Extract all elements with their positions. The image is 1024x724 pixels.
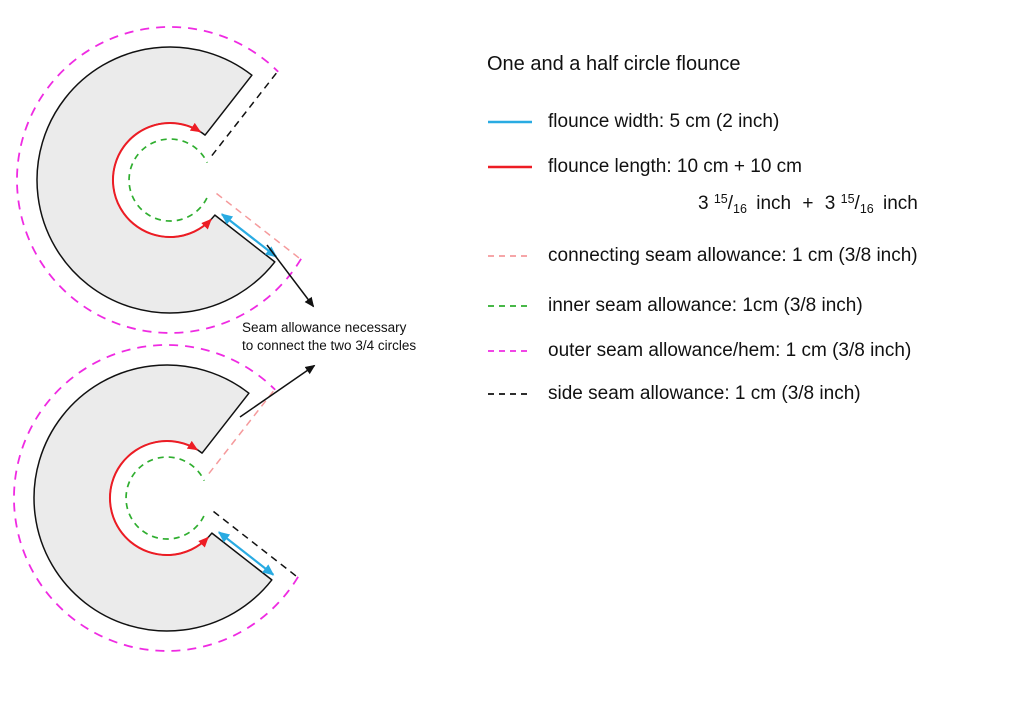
top-outer-seam-allowance-line (16, 26, 302, 334)
legend-label-inner-seam: inner seam allowance: 1cm (3/8 inch) (548, 295, 863, 316)
legend-label-flounce-length: flounce length: 10 cm + 10 cm (548, 156, 803, 177)
top-flounce-width-arrow (220, 213, 278, 258)
top-flounce-body (36, 46, 276, 314)
legend-label-side-seam: side seam allowance: 1 cm (3/8 inch) (548, 383, 861, 404)
fraction-denominator-2: 16 (859, 202, 874, 216)
legend-swatch-connecting-seam (488, 255, 532, 257)
fraction-numerator-1: 15 (713, 192, 728, 206)
bottom-flounce-length-arc (109, 440, 209, 556)
legend-row-connecting-seam: connecting seam allowance: 1 cm (3/8 inc… (487, 245, 918, 267)
connecting-seam-note-line2: to connect the two 3/4 circles (242, 337, 417, 353)
legend-swatch-inner-seam (488, 305, 532, 307)
fraction-unit-1: inch (756, 193, 792, 214)
legend-row-flounce-length: flounce length: 10 cm + 10 cm (487, 156, 802, 178)
legend-row-outer-seam: outer seam allowance/hem: 1 cm (3/8 inch… (487, 340, 911, 362)
note-arrow-from-bottom-flounce (239, 364, 316, 418)
top-flounce (16, 26, 302, 334)
top-flounce-length-arc (112, 122, 212, 238)
note-arrow-from-top-flounce (266, 244, 315, 308)
legend-row-side-seam: side seam allowance: 1 cm (3/8 inch) (487, 383, 861, 405)
fraction-slash-1: / (727, 193, 734, 214)
legend-flounce-length-inches: 3 15/16 inch + 3 15/16 inch (698, 192, 918, 216)
bottom-flounce-width-arrow (217, 531, 275, 576)
top-inner-seam-allowance-line (128, 138, 208, 222)
flounce-pattern-diagram (13, 26, 316, 652)
top-side-seam-allowance-line (211, 72, 278, 157)
bottom-outer-seam-allowance-line (13, 344, 299, 652)
bottom-flounce-body (33, 364, 273, 632)
page-title: One and a half circle flounce (487, 53, 741, 75)
connecting-seam-note: Seam allowance necessary to connect the … (242, 319, 416, 354)
bottom-connecting-seam-allowance-line (208, 390, 275, 475)
fraction-slash-2: / (854, 193, 860, 214)
legend-swatch-flounce-length (488, 165, 532, 169)
fraction-numerator-2: 15 (840, 192, 855, 206)
fraction-plus-sign: + (802, 193, 814, 214)
fraction-whole-2: 3 (824, 193, 836, 214)
legend-label-outer-seam: outer seam allowance/hem: 1 cm (3/8 inch… (548, 340, 912, 361)
legend-label-connecting-seam: connecting seam allowance: 1 cm (3/8 inc… (548, 245, 918, 266)
legend-swatch-side-seam (488, 393, 532, 395)
legend-row-inner-seam: inner seam allowance: 1cm (3/8 inch) (487, 295, 863, 317)
fraction-unit-2: inch (883, 193, 918, 214)
connecting-seam-note-line1: Seam allowance necessary (242, 320, 407, 335)
legend-swatch-flounce-width (488, 120, 532, 124)
legend-label-flounce-width: flounce width: 5 cm (2 inch) (548, 111, 780, 132)
legend-swatch-outer-seam (488, 350, 532, 352)
fraction-denominator-1: 16 (733, 202, 747, 216)
legend-row-flounce-width: flounce width: 5 cm (2 inch) (487, 111, 779, 133)
bottom-inner-seam-allowance-line (125, 456, 205, 540)
fraction-whole-1: 3 (698, 193, 709, 214)
bottom-flounce (13, 344, 299, 652)
